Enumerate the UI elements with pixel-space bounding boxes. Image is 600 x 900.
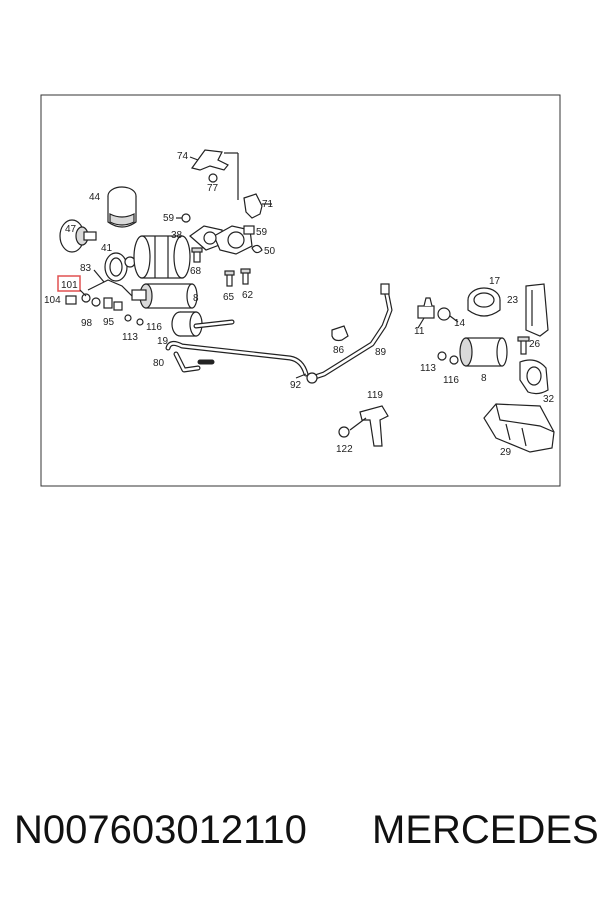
label-65: 65	[223, 292, 235, 303]
label-116-right: 116	[443, 375, 459, 386]
fittings-left	[65, 279, 144, 326]
label-11: 11	[414, 326, 425, 337]
bracket-74	[189, 149, 239, 200]
holder-59	[176, 213, 255, 255]
bracket-23	[525, 283, 549, 337]
screw-62	[240, 268, 251, 285]
label-71: 71	[262, 199, 274, 210]
screw-65	[224, 270, 235, 287]
nut-50	[251, 244, 263, 254]
label-59-a: 59	[163, 213, 175, 224]
label-29: 29	[500, 447, 512, 458]
footer: N007603012110 MERCEDES	[0, 808, 600, 858]
damper-47	[59, 219, 97, 253]
label-19: 19	[157, 336, 169, 347]
fuel-pump-8-right	[437, 337, 508, 367]
label-92: 92	[290, 380, 302, 391]
clamp-71	[243, 193, 272, 219]
label-62: 62	[242, 290, 254, 301]
label-80: 80	[153, 358, 165, 369]
cover-29	[483, 403, 555, 453]
accumulator-44	[107, 186, 137, 228]
label-95: 95	[103, 317, 115, 328]
leader-lines	[79, 269, 459, 379]
label-8-right: 8	[481, 373, 487, 384]
label-50: 50	[264, 246, 276, 257]
highlight-box	[57, 275, 81, 292]
parts-diagram: 74 77 71 44 59 38 47 41 59 50 83 68 101 …	[40, 94, 561, 487]
label-119: 119	[367, 390, 383, 401]
label-116-left: 116	[146, 322, 162, 333]
callout-labels: 74 77 71 44 59 38 47 41 59 50 83 68 101 …	[44, 151, 555, 458]
label-41: 41	[101, 243, 113, 254]
label-83: 83	[80, 263, 92, 274]
part-number: N007603012110	[14, 808, 307, 852]
label-44: 44	[89, 192, 101, 203]
brand-name: MERCEDES	[372, 808, 599, 852]
label-101: 101	[61, 280, 78, 291]
label-38: 38	[171, 230, 183, 241]
fuel-pump-8-left	[131, 283, 198, 309]
label-77: 77	[207, 183, 219, 194]
screw-68	[191, 247, 203, 263]
label-89: 89	[375, 347, 387, 358]
label-47: 47	[65, 224, 77, 235]
bracket-119	[338, 405, 389, 447]
ring-41	[104, 252, 136, 282]
label-68: 68	[190, 266, 202, 277]
label-104: 104	[44, 295, 61, 306]
label-74: 74	[177, 151, 189, 162]
screw-26	[517, 336, 530, 355]
label-23: 23	[507, 295, 519, 306]
label-8-left: 8	[193, 293, 199, 304]
fuel-filter-38	[133, 235, 191, 279]
label-32: 32	[543, 394, 555, 405]
fitting-11	[417, 297, 451, 321]
label-113-right: 113	[420, 363, 436, 374]
ring-17	[467, 287, 501, 317]
label-17: 17	[489, 276, 501, 287]
label-113-left: 113	[122, 332, 138, 343]
ring-32	[519, 359, 549, 395]
clip-86	[331, 325, 349, 342]
label-14: 14	[454, 318, 466, 329]
pipe-89	[306, 283, 393, 384]
pipe-80	[165, 319, 309, 377]
label-26: 26	[529, 339, 541, 350]
label-86: 86	[333, 345, 345, 356]
label-59-b: 59	[256, 227, 268, 238]
label-98: 98	[81, 318, 93, 329]
label-122: 122	[336, 444, 353, 455]
